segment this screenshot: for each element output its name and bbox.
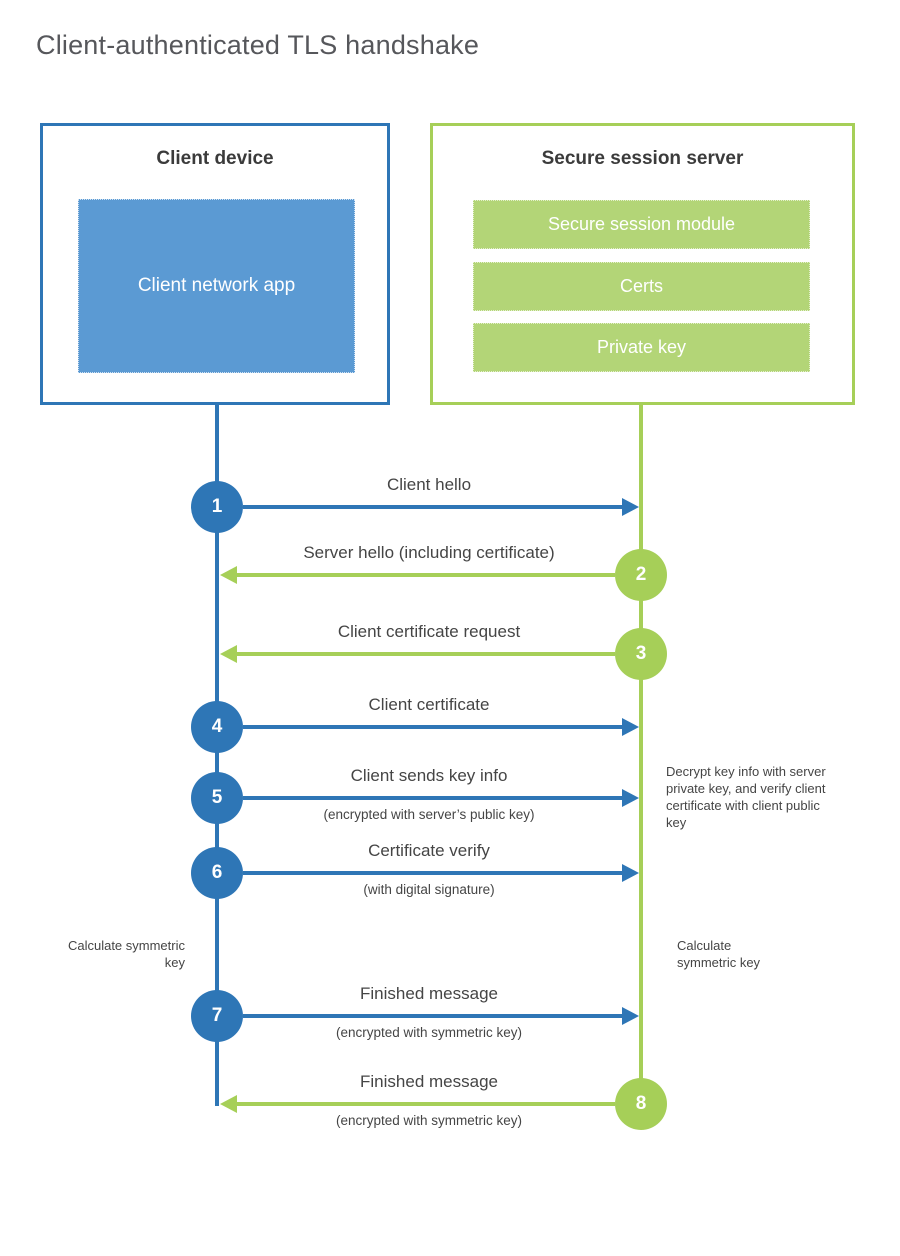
arrow-right-icon bbox=[622, 864, 639, 882]
step-circle-3: 3 bbox=[615, 628, 667, 680]
note-decrypt-key-info: Decrypt key info with server private key… bbox=[666, 764, 826, 830]
step-circle-7: 7 bbox=[191, 990, 243, 1042]
step-circle-5: 5 bbox=[191, 772, 243, 824]
step-message-sublabel: (encrypted with symmetric key) bbox=[335, 1113, 523, 1128]
step-arrow-line bbox=[243, 871, 622, 875]
arrow-right-icon bbox=[622, 1007, 639, 1025]
server-module-certs: Certs bbox=[473, 262, 810, 311]
arrow-left-icon bbox=[220, 645, 237, 663]
arrow-left-icon bbox=[220, 1095, 237, 1113]
step-arrow-line bbox=[237, 652, 615, 656]
step-circle-1: 1 bbox=[191, 481, 243, 533]
server-module-private-key: Private key bbox=[473, 323, 810, 372]
step-message-label: Client certificate request bbox=[337, 622, 521, 641]
server-lifeline bbox=[639, 405, 643, 1104]
step-arrow-line bbox=[243, 505, 622, 509]
step-message-label: Certificate verify bbox=[368, 841, 490, 860]
step-circle-8: 8 bbox=[615, 1078, 667, 1130]
step-arrow-line bbox=[237, 1102, 615, 1106]
step-circle-4: 4 bbox=[191, 701, 243, 753]
client-network-app-label: Client network app bbox=[137, 275, 296, 296]
client-device-box: Client device Client network app bbox=[40, 123, 390, 405]
step-message-label: Client hello bbox=[386, 475, 472, 494]
step-message-sublabel: (with digital signature) bbox=[363, 882, 495, 897]
client-network-app-box: Client network app bbox=[78, 199, 355, 373]
step-arrow-line bbox=[237, 573, 615, 577]
step-arrow-line bbox=[243, 796, 622, 800]
note-calculate-symmetric-key-server: Calculate symmetric key bbox=[677, 938, 761, 970]
server-module-secure-session: Secure session module bbox=[473, 200, 810, 249]
step-message-label: Finished message bbox=[360, 984, 498, 1003]
arrow-right-icon bbox=[622, 789, 639, 807]
step-message-label: Client sends key info bbox=[350, 766, 508, 785]
note-calculate-symmetric-key-client: Calculate symmetric key bbox=[67, 938, 185, 970]
arrow-right-icon bbox=[622, 498, 639, 516]
step-circle-2: 2 bbox=[615, 549, 667, 601]
step-arrow-line bbox=[243, 725, 622, 729]
step-message-label: Server hello (including certificate) bbox=[303, 543, 555, 562]
client-device-title: Client device bbox=[156, 148, 274, 169]
arrow-left-icon bbox=[220, 566, 237, 584]
step-message-label: Client certificate bbox=[368, 695, 490, 714]
step-message-label: Finished message bbox=[360, 1072, 498, 1091]
step-circle-6: 6 bbox=[191, 847, 243, 899]
secure-session-server-box: Secure session server Secure session mod… bbox=[430, 123, 855, 405]
secure-session-server-title: Secure session server bbox=[541, 148, 744, 169]
step-arrow-line bbox=[243, 1014, 622, 1018]
client-lifeline bbox=[215, 405, 219, 1106]
page-title: Client-authenticated TLS handshake bbox=[36, 30, 480, 60]
step-message-sublabel: (encrypted with symmetric key) bbox=[335, 1025, 523, 1040]
step-message-sublabel: (encrypted with server’s public key) bbox=[323, 807, 535, 822]
arrow-right-icon bbox=[622, 718, 639, 736]
